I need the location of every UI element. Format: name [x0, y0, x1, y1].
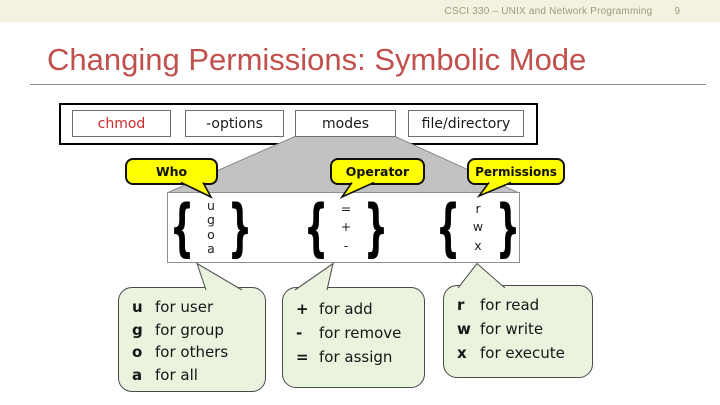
command-box-modes: modes: [295, 110, 396, 137]
permission-letter-x: x: [474, 237, 482, 253]
brace-close: }: [364, 190, 389, 264]
legend-key: w: [457, 320, 471, 338]
legend-desc: for remove: [319, 324, 402, 342]
brace-open: {: [169, 190, 195, 264]
legend-key: o: [132, 343, 143, 362]
brace-group-who: { u g o a }: [170, 193, 252, 262]
who-letter-g: g: [207, 212, 215, 227]
callout-operator: Operator: [330, 158, 425, 185]
callout-operator-label: Operator: [345, 164, 410, 179]
who-letters: u g o a: [207, 197, 215, 257]
legend-key: r: [457, 296, 465, 314]
command-box-file-directory-label: file/directory: [421, 115, 511, 132]
legend-desc: for assign: [319, 348, 393, 366]
brace-group-permissions: { r w x }: [436, 193, 521, 262]
legend-key: g: [132, 320, 143, 339]
callout-who-label: Who: [155, 164, 188, 179]
legend-desc: for add: [319, 300, 373, 318]
who-letter-u: u: [207, 197, 215, 213]
legend-row: x for execute: [457, 341, 592, 365]
legend-permissions: r for read w for write x for execute: [443, 285, 593, 378]
permission-letter-w: w: [472, 219, 484, 235]
command-box-file-directory: file/directory: [408, 110, 524, 137]
brace-open: {: [435, 190, 460, 264]
legend-row: - for remove: [296, 321, 424, 345]
permission-letters: r w x: [473, 200, 483, 256]
callout-permissions: Permissions: [467, 158, 565, 185]
command-box-chmod: chmod: [72, 110, 171, 137]
callout-permissions-label: Permissions: [475, 164, 557, 179]
legend-row: r for read: [457, 293, 592, 317]
operator-symbols: = + -: [341, 200, 351, 256]
legend-desc: for execute: [480, 344, 565, 362]
legend-row: w for write: [457, 317, 592, 341]
legend-key: a: [132, 365, 143, 384]
command-box-options-label: -options: [206, 115, 263, 132]
command-box-chmod-label: chmod: [97, 115, 146, 132]
who-letter-a: a: [207, 241, 215, 256]
course-label: CSCI 330 – UNIX and Network Programming: [444, 5, 653, 17]
legend-row: a for all: [132, 364, 265, 387]
legend-key: +: [296, 300, 309, 318]
legend-row: u for user: [132, 296, 265, 319]
title-divider: [30, 84, 706, 85]
legend-desc: for read: [480, 296, 540, 314]
legend-desc: for user: [155, 298, 214, 317]
legend-key: =: [296, 348, 309, 366]
page-title: Changing Permissions: Symbolic Mode: [47, 42, 587, 77]
legend-key: u: [132, 298, 143, 317]
operator-symbol-remove: -: [343, 237, 349, 253]
legend-operator: + for add - for remove = for assign: [282, 287, 425, 388]
command-box-options: -options: [185, 110, 284, 137]
slide-header: CSCI 330 – UNIX and Network Programming …: [0, 0, 720, 22]
legend-row: o for others: [132, 341, 265, 364]
legend-desc: for others: [155, 343, 229, 362]
brace-close: }: [227, 190, 253, 264]
brace-close: }: [496, 190, 521, 264]
page-number: 9: [674, 5, 680, 17]
brace-open: {: [303, 190, 328, 264]
operator-symbol-add: +: [340, 219, 352, 235]
legend-key: x: [457, 344, 467, 362]
brace-group-operator: { = + - }: [304, 193, 389, 262]
operator-symbol-assign: =: [340, 200, 352, 216]
callout-who: Who: [125, 158, 218, 185]
legend-desc: for all: [155, 365, 198, 384]
modes-detail-box: { u g o a } { = + - } { r w x: [167, 192, 520, 263]
legend-row: + for add: [296, 297, 424, 321]
legend-row: = for assign: [296, 345, 424, 369]
permission-letter-r: r: [475, 200, 481, 216]
legend-key: -: [296, 324, 303, 342]
who-letter-o: o: [207, 226, 215, 242]
legend-who: u for user g for group o for others a fo…: [118, 287, 266, 392]
legend-desc: for write: [480, 320, 544, 338]
legend-row: g for group: [132, 319, 265, 342]
command-box-modes-label: modes: [322, 115, 369, 132]
legend-desc: for group: [155, 320, 224, 339]
